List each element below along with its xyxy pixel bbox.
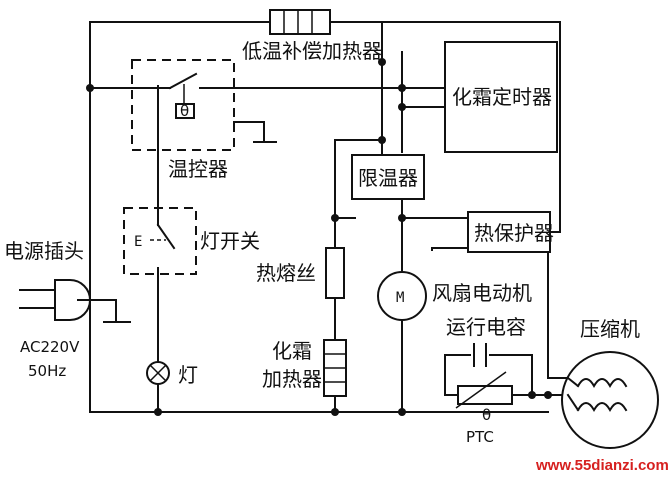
run-capacitor-symbol	[473, 343, 487, 367]
wire-limiter-bottom	[401, 199, 446, 413]
defrost-timer-box	[444, 41, 558, 153]
label-fan-motor: 风扇电动机	[432, 281, 532, 305]
label-frequency: 50Hz	[28, 362, 66, 380]
label-lamp-switch: 灯开关	[200, 229, 260, 253]
defrost-heater-symbol	[323, 339, 347, 397]
compressor-symbol	[561, 351, 659, 449]
label-motor-symbol: M	[396, 290, 404, 306]
wire-protector	[431, 21, 561, 379]
fan-motor-symbol	[377, 271, 427, 321]
thermostat-enclosure	[131, 59, 277, 151]
fuse-symbol	[325, 247, 345, 299]
label-thermostat: 温控器	[168, 157, 228, 181]
lamp-switch-enclosure	[123, 207, 197, 275]
wire-limiter-top	[334, 106, 403, 219]
wire-top	[89, 21, 561, 87]
wire-compressor	[444, 354, 569, 396]
label-theta-thermostat: θ	[180, 102, 189, 120]
label-voltage: AC220V	[20, 338, 80, 356]
label-defrost-heater-1: 化霜	[272, 339, 312, 363]
label-ptc: PTC	[466, 428, 494, 446]
label-fuse: 热熔丝	[256, 261, 316, 285]
temp-limiter-box	[351, 154, 425, 200]
label-theta-ptc: θ	[482, 406, 491, 424]
label-run-capacitor: 运行电容	[446, 315, 526, 339]
label-defrost-timer: 化霜定时器	[452, 85, 552, 109]
label-switch-mark: E	[134, 234, 142, 250]
low-temp-heater	[269, 9, 331, 35]
power-plug-symbol	[19, 279, 131, 323]
junction-dots	[86, 58, 552, 416]
ptc-symbol	[455, 371, 513, 409]
wire-timer-feeds	[381, 51, 446, 161]
label-temp-limiter: 限温器	[358, 166, 418, 190]
label-thermal-protector: 热保护器	[474, 221, 554, 245]
watermark-text: www.55dianzi.com	[535, 457, 669, 474]
label-defrost-heater-2: 加热器	[262, 367, 322, 391]
label-low-temp-heater: 低温补偿加热器	[242, 39, 382, 63]
thermal-protector-box	[467, 211, 551, 253]
lamp-symbol	[146, 361, 170, 385]
wire-left-rail	[89, 85, 549, 413]
label-lamp: 灯	[178, 363, 198, 387]
wire-fuse-chain	[334, 217, 356, 413]
label-power-plug: 电源插头	[4, 239, 84, 263]
label-compressor: 压缩机	[580, 317, 640, 341]
